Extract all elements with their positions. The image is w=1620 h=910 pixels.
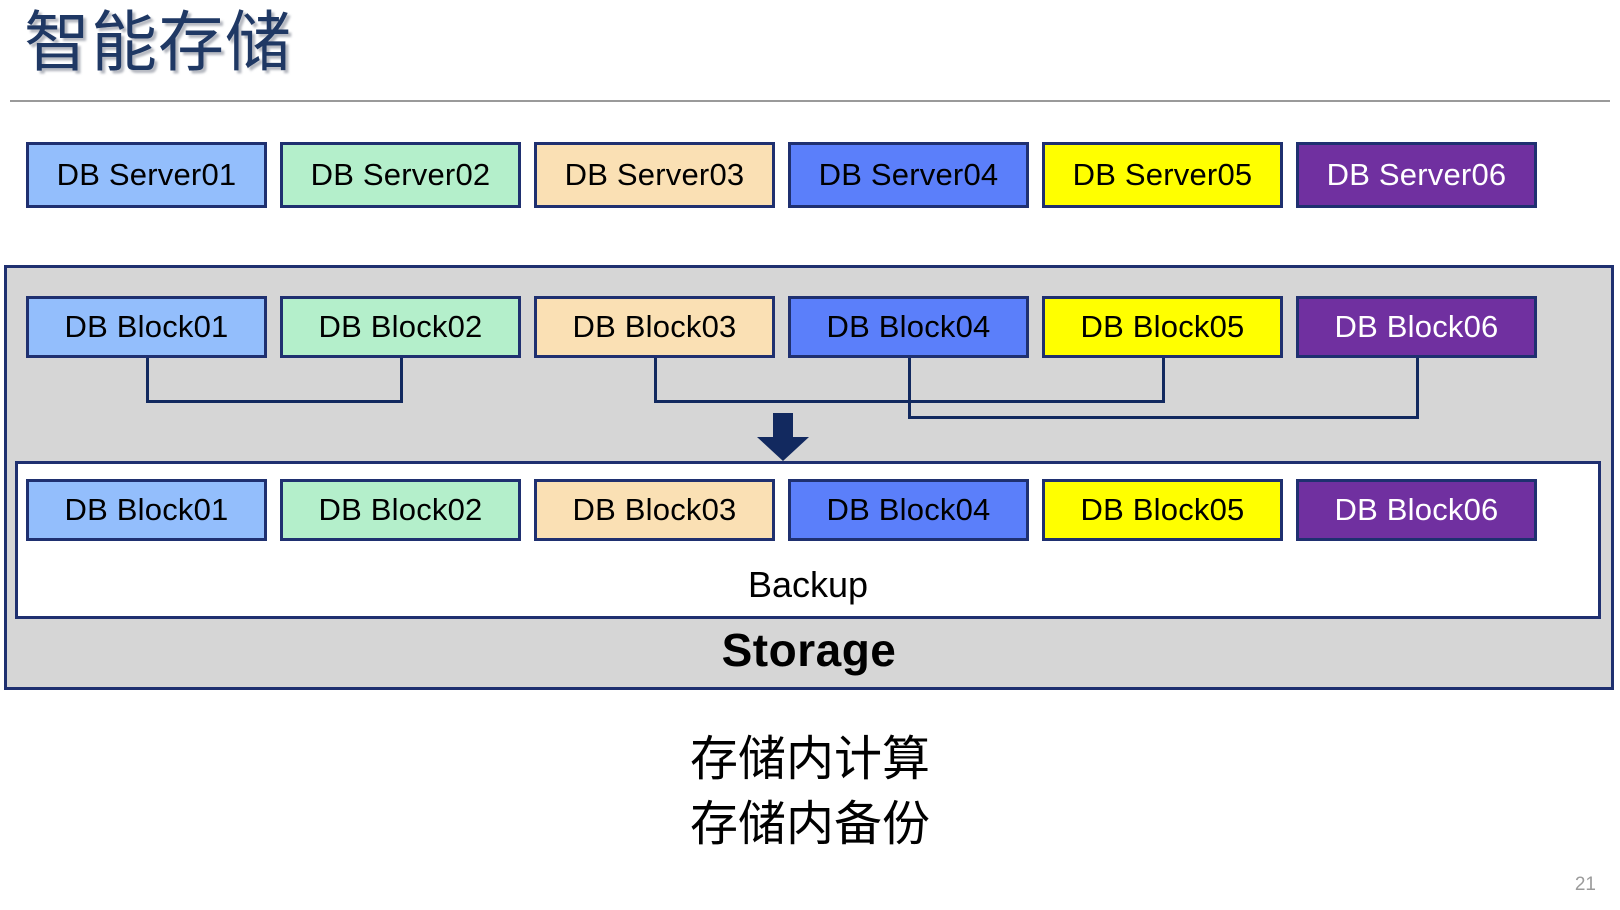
db-block-box-6-label: DB Block06: [1334, 309, 1499, 344]
db-block-box-3: DB Block03: [534, 296, 775, 358]
backup-block-box-5-label: DB Block05: [1080, 492, 1245, 527]
backup-block-box-3: DB Block03: [534, 479, 775, 541]
db-block-box-1-label: DB Block01: [64, 309, 229, 344]
db-server-box-4-label: DB Server04: [818, 157, 999, 192]
connector-vertical: [907, 358, 911, 416]
backup-block-box-2-label: DB Block02: [318, 492, 483, 527]
db-block-box-1: DB Block01: [26, 296, 267, 358]
backup-block-box-5: DB Block05: [1042, 479, 1283, 541]
db-block-box-2-label: DB Block02: [318, 309, 483, 344]
db-server-box-5-label: DB Server05: [1072, 157, 1253, 192]
db-block-box-5-label: DB Block05: [1080, 309, 1245, 344]
db-server-box-6: DB Server06: [1296, 142, 1537, 208]
backup-block-box-4-label: DB Block04: [826, 492, 991, 527]
db-block-box-5: DB Block05: [1042, 296, 1283, 358]
db-server-box-3-label: DB Server03: [564, 157, 745, 192]
backup-block-box-2: DB Block02: [280, 479, 521, 541]
connector-vertical: [1415, 358, 1419, 416]
caption-line-1: 存储内计算: [689, 733, 930, 786]
db-server-box-1-label: DB Server01: [56, 157, 237, 192]
down-arrow-icon: [755, 413, 811, 461]
connector-vertical: [399, 358, 403, 400]
backup-panel: Backup DB Block01 DB Block02 DB Block03 DB …: [15, 461, 1601, 619]
block-connector-3: [7, 268, 1611, 687]
connector-horizontal: [145, 400, 403, 403]
db-block-box-3-label: DB Block03: [572, 309, 737, 344]
backup-label: Backup: [747, 564, 869, 605]
db-block-box-4: DB Block04: [788, 296, 1029, 358]
backup-block-box-3-label: DB Block03: [572, 492, 737, 527]
db-server-box-2: DB Server02: [280, 142, 521, 208]
title-divider: [10, 100, 1610, 102]
db-block-box-4-label: DB Block04: [826, 309, 991, 344]
storage-label: Storage: [721, 624, 897, 676]
connector-vertical: [145, 358, 149, 400]
db-server-box-1: DB Server01: [26, 142, 267, 208]
backup-block-box-6-label: DB Block06: [1334, 492, 1499, 527]
page-number: 21: [1574, 874, 1596, 895]
block-connector-1: [7, 268, 1611, 687]
connector-vertical: [653, 358, 657, 400]
db-server-box-5: DB Server05: [1042, 142, 1283, 208]
db-block-box-2: DB Block02: [280, 296, 521, 358]
backup-block-box-1: DB Block01: [26, 479, 267, 541]
db-server-box-2-label: DB Server02: [310, 157, 491, 192]
connector-horizontal: [907, 416, 1419, 419]
backup-block-box-1-label: DB Block01: [64, 492, 229, 527]
storage-container: Backup DB Block01 DB Block02 DB Block03 DB …: [4, 265, 1614, 690]
db-server-box-6-label: DB Server06: [1326, 157, 1507, 192]
backup-block-box-6: DB Block06: [1296, 479, 1537, 541]
caption-line-2: 存储内备份: [689, 798, 930, 851]
page-title: 智能存储: [24, 5, 292, 79]
backup-block-box-4: DB Block04: [788, 479, 1029, 541]
db-server-box-4: DB Server04: [788, 142, 1029, 208]
db-server-box-3: DB Server03: [534, 142, 775, 208]
db-block-box-6: DB Block06: [1296, 296, 1537, 358]
connector-vertical: [1161, 358, 1165, 400]
